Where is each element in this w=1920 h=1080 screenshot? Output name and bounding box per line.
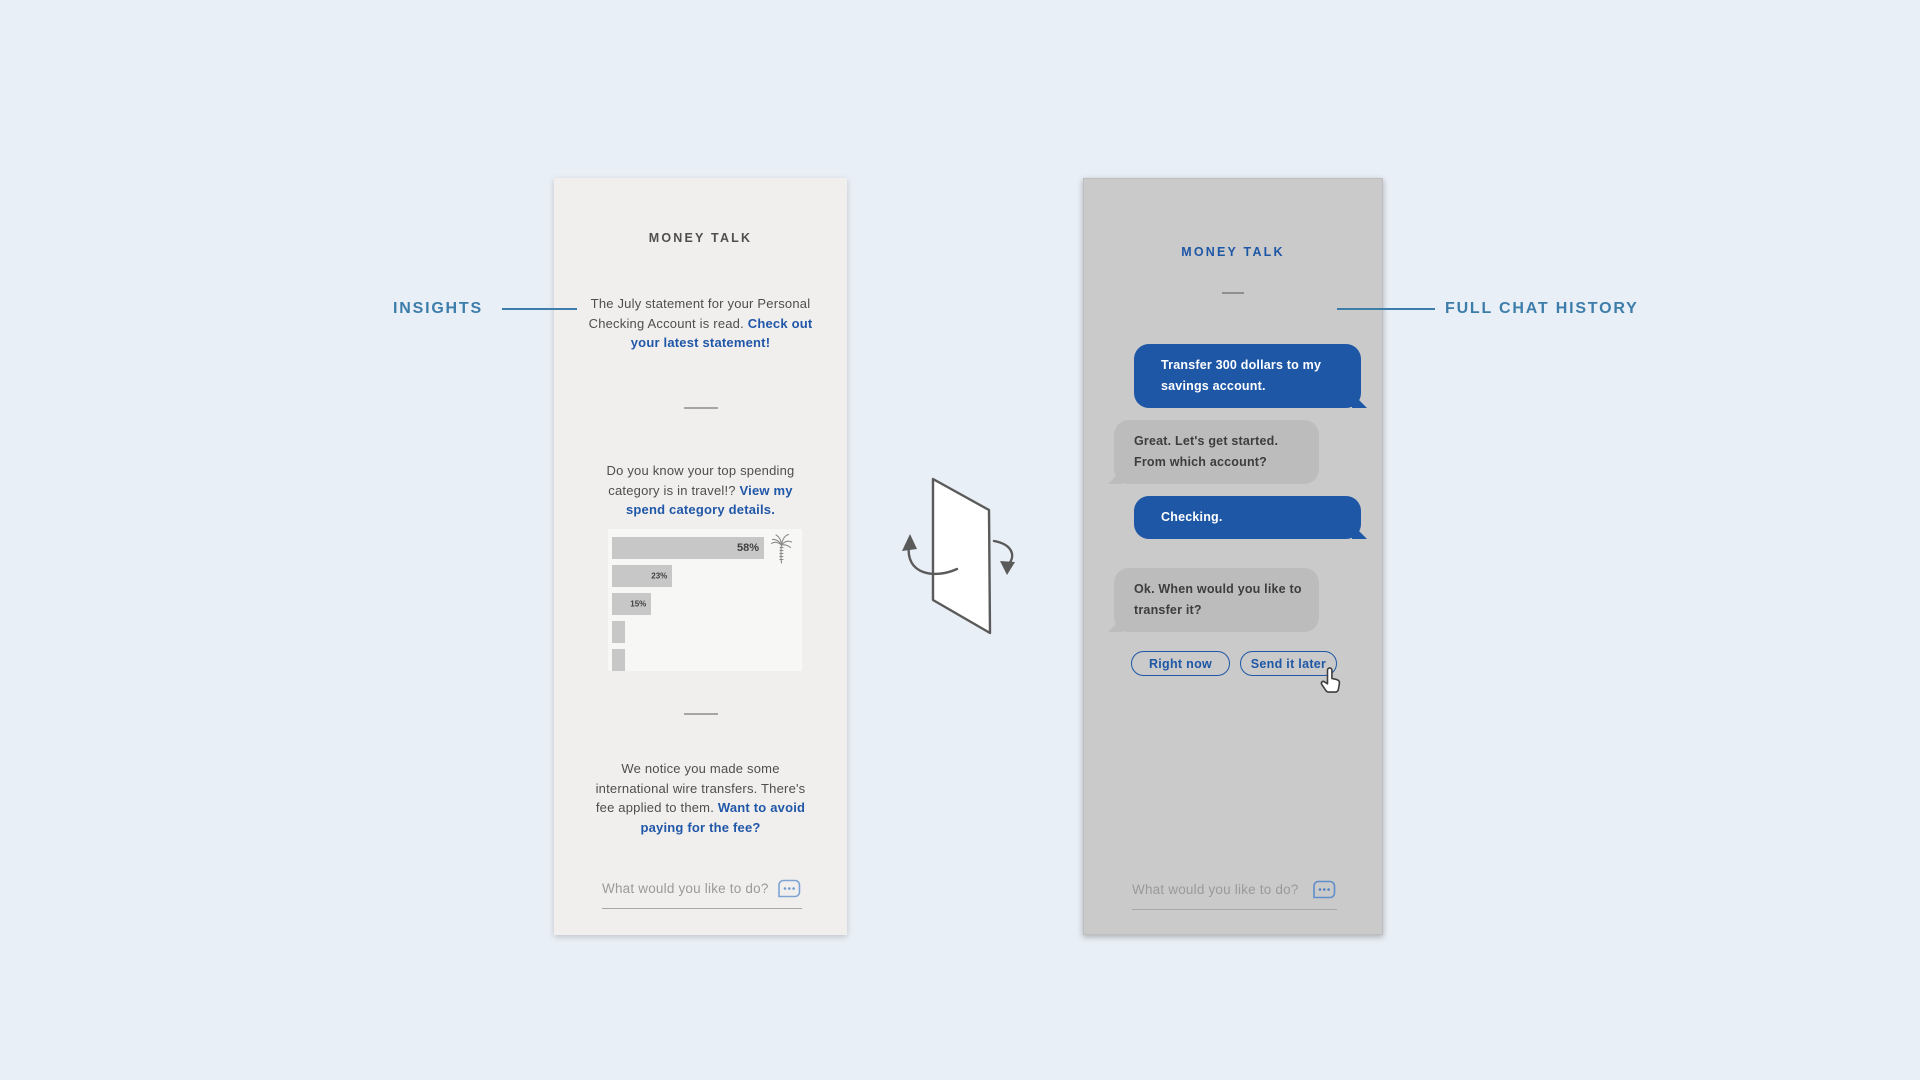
insight-text: The July statement for your Personal Che… xyxy=(588,296,811,331)
chat-input-placeholder: What would you like to do? xyxy=(602,881,769,896)
insight-text: We notice you made some international wi… xyxy=(595,761,806,815)
insight-message: Do you know your top spending category i… xyxy=(588,461,814,520)
chat-history-phone-panel: MONEY TALK Transfer 300 dollars to my sa… xyxy=(1083,178,1383,935)
section-divider xyxy=(1222,292,1244,294)
insight-text: Do you know your top spending category i… xyxy=(606,463,795,498)
bar-value-label: 23% xyxy=(651,571,668,581)
spending-bar-chart: 58% 23% 15% xyxy=(608,529,802,671)
bar: 23% xyxy=(612,565,673,587)
hand-pointer-icon xyxy=(1320,667,1341,693)
bot-message-bubble: Great. Let's get started. From which acc… xyxy=(1114,420,1319,484)
spend-details-link[interactable]: View my spend category details. xyxy=(625,482,793,518)
bar xyxy=(612,621,626,643)
insight-message: The July statement for your Personal Che… xyxy=(588,294,814,353)
chat-ellipsis-icon[interactable] xyxy=(1311,879,1337,900)
right-now-button[interactable]: Right now xyxy=(1131,651,1230,676)
chat-input[interactable]: What would you like to do? xyxy=(1132,879,1337,910)
bar-value-label: 15% xyxy=(630,599,647,609)
insights-phone-panel: MONEY TALK The July statement for your P… xyxy=(554,178,847,935)
bars-container: 58% 23% 15% xyxy=(612,537,802,671)
chat-input-placeholder: What would you like to do? xyxy=(1132,882,1299,897)
user-message-bubble: Checking. xyxy=(1134,496,1361,539)
bot-message-bubble: Ok. When would you like to transfer it? xyxy=(1114,568,1319,632)
chat-input[interactable]: What would you like to do? xyxy=(602,878,802,909)
avoid-fee-link[interactable]: Want to avoid paying for the fee? xyxy=(640,800,806,835)
send-it-later-button[interactable]: Send it later xyxy=(1240,651,1337,676)
user-message-bubble: Transfer 300 dollars to my savings accou… xyxy=(1134,344,1361,408)
section-divider xyxy=(683,713,718,715)
full-chat-history-annotation-label: FULL CHAT HISTORY xyxy=(1445,300,1639,317)
section-divider xyxy=(683,407,718,409)
palm-tree-icon xyxy=(770,533,793,564)
insights-annotation-label: INSIGHTS xyxy=(393,300,483,317)
card-flip-icon xyxy=(893,465,1023,650)
bar: 15% xyxy=(612,593,652,615)
insights-connector-line xyxy=(502,308,577,310)
page-title: MONEY TALK xyxy=(648,231,753,245)
bar xyxy=(612,649,626,671)
chat-history-connector-line xyxy=(1337,308,1435,310)
chat-ellipsis-icon[interactable] xyxy=(776,878,802,899)
page-title: MONEY TALK xyxy=(1181,245,1285,259)
bar: 58% xyxy=(612,537,764,559)
insight-message: We notice you made some international wi… xyxy=(588,759,814,837)
bar-value-label: 58% xyxy=(736,542,759,554)
statement-link[interactable]: Check out your latest statement! xyxy=(630,315,813,351)
